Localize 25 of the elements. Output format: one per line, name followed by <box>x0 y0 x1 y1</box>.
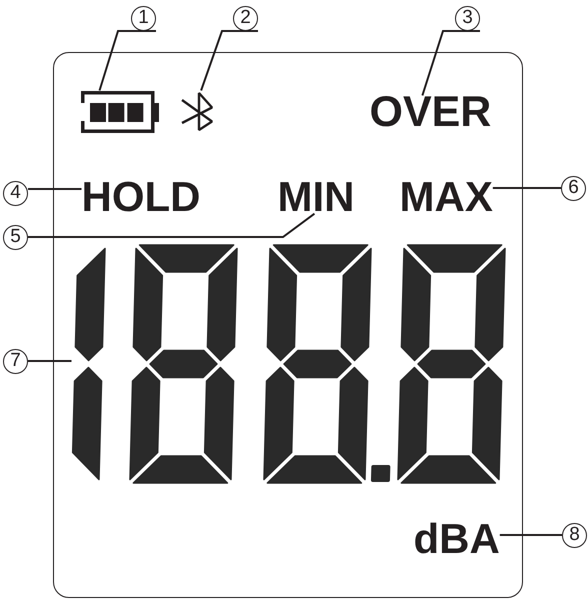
leader-line <box>421 30 480 96</box>
callout-number: 5 <box>3 225 28 250</box>
indicator-label: OVER <box>370 95 492 130</box>
leader-line <box>28 212 316 238</box>
bluetooth-icon <box>180 90 216 132</box>
callout-number: 6 <box>561 176 586 201</box>
lcd-panel <box>53 52 523 598</box>
callout-number: 2 <box>233 6 258 31</box>
callout-number: 8 <box>562 523 587 548</box>
leader-line <box>492 187 561 189</box>
callout-number: 1 <box>131 6 156 31</box>
battery-icon <box>80 90 158 132</box>
callout-number: 4 <box>3 181 28 206</box>
seven-segment-readout <box>72 244 508 484</box>
leader-line <box>500 534 562 536</box>
indicator-label: MIN <box>278 180 354 214</box>
leader-line <box>98 30 156 91</box>
indicator-label: HOLD <box>82 180 200 214</box>
callout-number: 7 <box>3 349 28 374</box>
leader-line <box>28 188 82 190</box>
leader-line <box>200 30 258 91</box>
unit-label: dBA <box>414 522 500 556</box>
callout-number: 3 <box>455 6 480 31</box>
indicator-label: MAX <box>400 180 493 214</box>
leader-line <box>28 360 72 362</box>
